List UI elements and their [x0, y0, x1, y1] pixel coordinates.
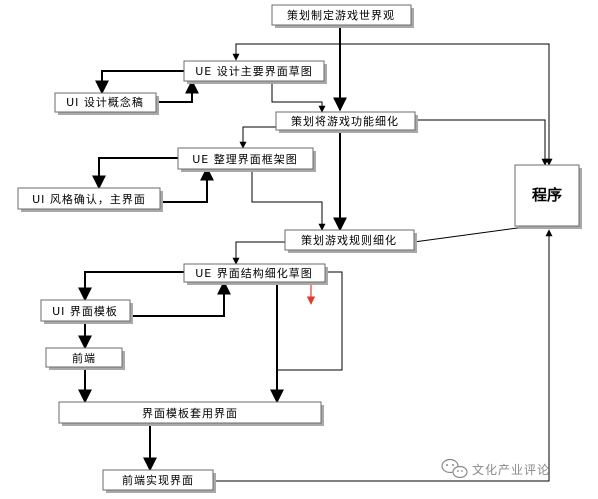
box-ue-framework: UE 整理界面框架图	[177, 147, 316, 172]
connector-implement-to-program	[213, 229, 553, 482]
connector-worldview-to-program	[340, 43, 553, 166]
box-apply-template: 界面模板套用界面	[58, 401, 324, 426]
connector-ue-main-to-function	[271, 81, 326, 113]
connector-ui-concept-to-ue-main	[156, 79, 199, 103]
connector-ue-framework-to-rules	[251, 170, 326, 231]
box-ui-concept-label: UI 设计概念稿	[66, 95, 144, 109]
box-ue-main-draft-label: UE 设计主要界面草图	[195, 65, 313, 78]
box-ue-structure: UE 界面结构细化草图	[183, 263, 328, 285]
box-frontend-implement-label: 前端实现界面	[122, 473, 194, 487]
box-ue-main-draft: UE 设计主要界面草图	[183, 60, 327, 84]
connector-ue-main-to-ui-concept	[95, 70, 184, 95]
box-worldview: 策划制定游戏世界观	[271, 4, 414, 28]
box-program: 程序	[514, 164, 582, 229]
box-ui-style-label: UI 风格确认，主界面	[32, 192, 146, 206]
connector-ue-structure-loop	[277, 271, 343, 371]
box-frontend-label: 前端	[72, 351, 96, 365]
box-frontend-implement: 前端实现界面	[102, 469, 216, 493]
box-ui-template: UI 界面模板	[40, 299, 133, 324]
box-function-refine: 策划将游戏功能细化	[275, 111, 418, 133]
box-worldview-label: 策划制定游戏世界观	[287, 8, 395, 22]
box-ue-structure-label: UE 界面结构细化草图	[195, 266, 313, 280]
box-rules-refine-label: 策划游戏规则细化	[301, 233, 397, 247]
connector-ui-template-to-ue-structure	[130, 280, 231, 317]
wechat-icon	[441, 458, 468, 479]
box-frontend: 前端	[45, 347, 125, 370]
watermark-text: 文化产业评论	[472, 462, 550, 477]
connector-worldview-to-ue-main	[232, 43, 340, 61]
connector-ui-style-to-ue-framework	[160, 166, 214, 203]
box-ui-concept: UI 设计概念稿	[54, 92, 159, 115]
box-ui-template-label: UI 界面模板	[52, 304, 118, 318]
box-apply-template-label: 界面模板套用界面	[142, 406, 238, 420]
connector-function-to-program	[415, 119, 549, 166]
connector-ue-framework-to-ui-style	[92, 157, 178, 190]
connector-ue-structure-to-ui-template	[78, 271, 184, 302]
box-program-label: 程序	[532, 186, 562, 204]
box-function-refine-label: 策划将游戏功能细化	[291, 114, 399, 128]
box-ue-framework-label: UE 整理界面框架图	[192, 152, 298, 166]
box-rules-refine: 策划游戏规则细化	[284, 229, 417, 253]
watermark: 文化产业评论	[441, 458, 550, 479]
box-ui-style: UI 风格确认，主界面	[17, 187, 163, 212]
